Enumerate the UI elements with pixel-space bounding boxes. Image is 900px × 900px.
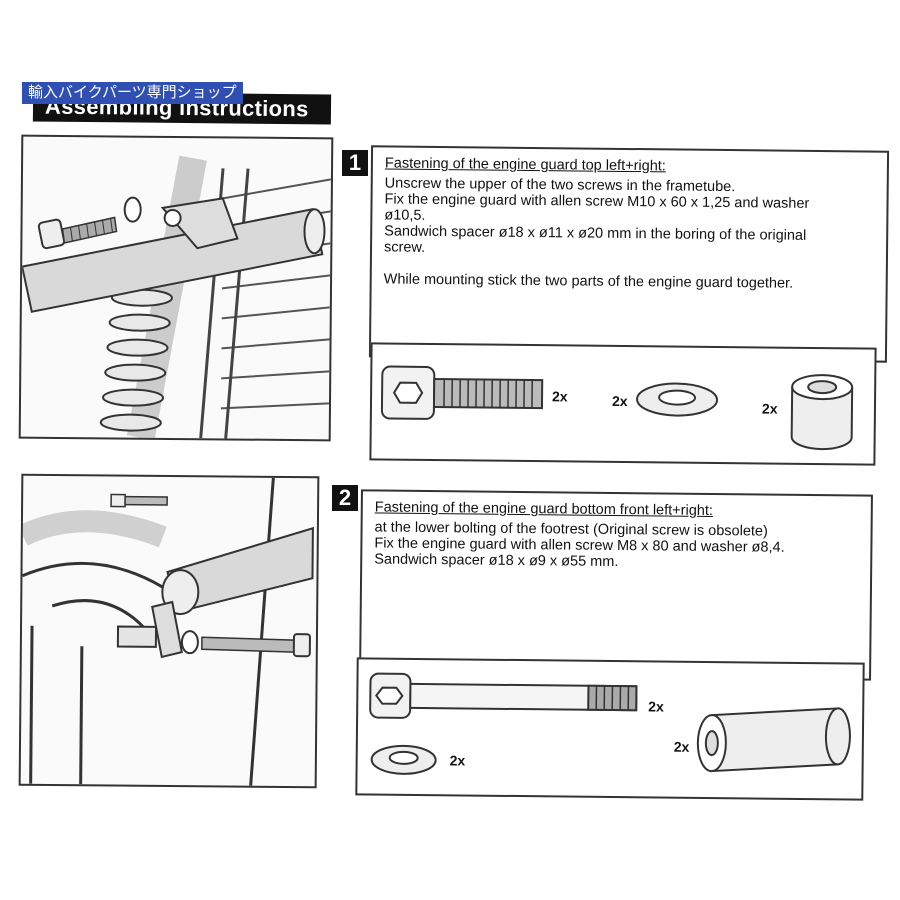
step2-number: 2 <box>332 485 358 511</box>
allen-screw-icon <box>380 365 544 420</box>
step2-heading: Fastening of the engine guard bottom fro… <box>374 499 714 520</box>
spacer-icon <box>696 707 851 773</box>
shop-label: 輸入バイクパーツ専門ショップ <box>22 82 243 104</box>
allen-screw-icon <box>369 672 638 719</box>
step1-text-panel: Fastening of the engine guard top left+r… <box>368 145 890 363</box>
step1-heading: Fastening of the engine guard top left+r… <box>384 155 666 175</box>
washer-icon <box>636 382 719 417</box>
step1-number: 1 <box>342 150 368 176</box>
step1-parts-panel: 2x 2x 2x <box>369 342 877 466</box>
step2-illustration <box>18 473 320 789</box>
step2-text-panel: Fastening of the engine guard bottom fro… <box>359 489 873 681</box>
step1-illustration <box>18 134 334 442</box>
step2-parts-panel: 2x 2x 2x <box>355 657 865 801</box>
part-quantity: 2x <box>673 738 690 755</box>
part-quantity: 2x <box>761 400 778 417</box>
part-quantity: 2x <box>611 392 628 410</box>
part-quantity: 2x <box>648 698 664 715</box>
washer-icon <box>370 744 437 775</box>
spacer-icon <box>790 374 854 451</box>
part-quantity: 2x <box>449 752 466 769</box>
part-quantity: 2x <box>551 388 568 405</box>
